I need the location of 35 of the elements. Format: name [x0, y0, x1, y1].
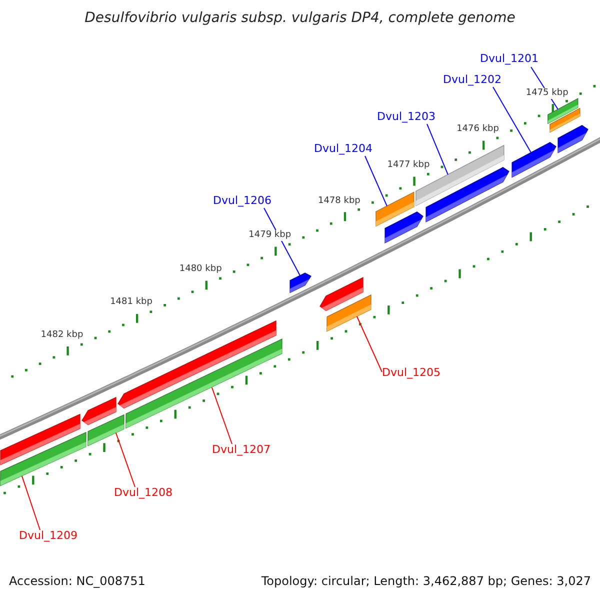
gene-feature [384, 212, 424, 244]
leader-line [21, 475, 40, 530]
gene-feature [126, 338, 282, 429]
kbp-label: 1482 kbp [40, 330, 84, 341]
kbp-label: 1477 kbp [387, 160, 430, 172]
gene-feature [558, 124, 588, 154]
kbp-label: 1479 kbp [248, 230, 292, 242]
gene-feature [512, 142, 556, 178]
leader-line [492, 86, 532, 153]
leader-line [356, 316, 382, 372]
kbp-label: 1480 kbp [179, 264, 222, 276]
gene-feature [290, 272, 312, 294]
gene-label: Dvul_1208 [114, 486, 173, 500]
gene-label: Dvul_1204 [314, 142, 373, 156]
leader-line [211, 386, 232, 444]
kbp-label: 1476 kbp [456, 124, 499, 136]
gene-feature [88, 414, 124, 446]
gene-feature [82, 396, 116, 426]
gene-label: Dvul_1202 [443, 73, 502, 87]
leader-line [426, 124, 448, 176]
gene-feature [0, 432, 86, 486]
kbp-label: 1478 kbp [318, 196, 360, 207]
accession-text: Accession: NC_008751 [9, 573, 146, 590]
leader-line [115, 432, 136, 488]
genome-info-text: Topology: circular; Length: 3,462,887 bp; Genes: 3,027 [261, 573, 591, 590]
kbp-label: 1481 kbp [110, 297, 152, 308]
gene-feature [326, 294, 372, 332]
kbp-label: 1475 kbp [526, 88, 568, 99]
gene-label: Dvul_1206 [213, 194, 272, 208]
gene-label: Dvul_1201 [480, 52, 539, 66]
title: Desulfovibrio vulgaris subsp. vulgaris DP4, complete genome [84, 9, 516, 28]
gene-label: Dvul_1203 [377, 110, 436, 124]
gene-label: Dvul_1205 [382, 366, 441, 380]
gene-label: Dvul_1207 [212, 443, 271, 457]
gene-label: Dvul_1209 [19, 529, 78, 543]
